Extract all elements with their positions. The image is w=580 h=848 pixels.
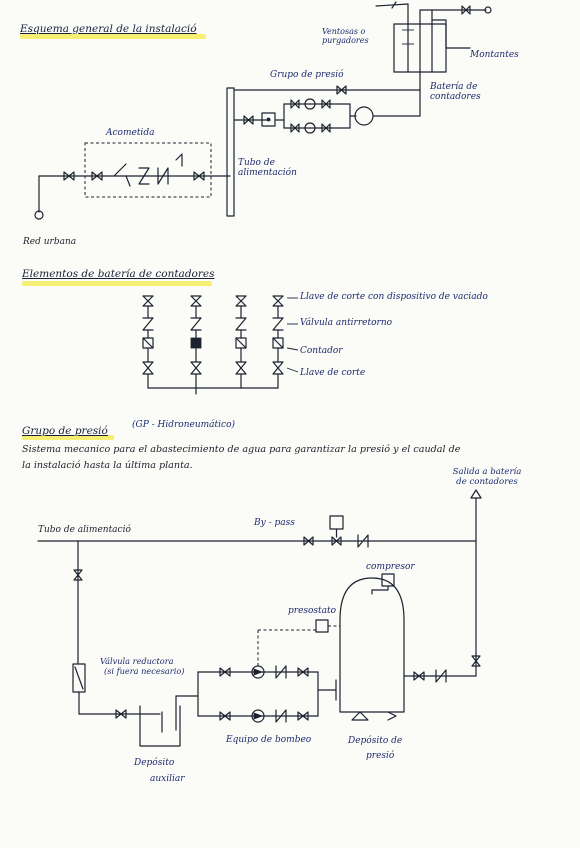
- label-ventosas: Ventosas o purgadores: [322, 27, 369, 45]
- label-deposito-presion-2: presió: [366, 751, 395, 761]
- pressure-deposit: [339, 577, 405, 713]
- heading-highlight-general: [20, 34, 206, 39]
- pressure-tank-icon: [354, 106, 374, 126]
- label-acometida: Acometida: [106, 128, 155, 138]
- label-valvula-reductora-2: (si fuera necesario): [104, 666, 185, 676]
- heading-grupo-note: (GP - Hidroneumático): [132, 420, 236, 430]
- general-scheme: [34, 1, 492, 220]
- label-montantes: Montantes: [470, 50, 519, 60]
- label-deposito-auxiliar-2: auxiliar: [150, 774, 185, 784]
- heading-highlight-bateria: [22, 281, 212, 286]
- presostato-box: [315, 619, 329, 633]
- bateria-elements: [142, 295, 299, 395]
- check-valve-icon: [157, 167, 169, 185]
- filter-icon: [138, 167, 150, 185]
- bateria-column: [272, 295, 284, 383]
- label-tubo-alimentacion: Tubo de alimentació: [38, 525, 131, 535]
- legend-item-llave-vaciado: Llave de corte con dispositivo de vaciad…: [300, 292, 488, 302]
- label-salida-bateria: Salida a batería de contadores: [452, 467, 522, 487]
- auxiliary-tank: [139, 705, 181, 747]
- label-presostato: presostato: [288, 606, 337, 616]
- label-bypass: By - pass: [254, 518, 295, 528]
- valve-icon: [336, 85, 347, 95]
- legend-item-contador: Contador: [300, 346, 343, 356]
- label-compresor: compresor: [366, 562, 415, 572]
- grupo-description-line2: la instalació hasta la última planta.: [22, 460, 193, 471]
- valve-icon: [303, 536, 314, 546]
- bateria-column: [235, 295, 247, 383]
- header-pipe: [226, 87, 235, 217]
- bateria-column: [190, 295, 202, 383]
- valve-icon: [193, 171, 205, 181]
- label-valvula-reductora-1: Válvula reductora: [100, 656, 174, 666]
- outlet-arrow-icon: [470, 489, 482, 499]
- heading-highlight-grupo: [22, 435, 114, 440]
- legend-item-antirretorno: Válvula antirretorno: [300, 318, 393, 328]
- acometida-box: [84, 142, 212, 198]
- heading-bateria-elements: Elementos de batería de contadores: [22, 268, 215, 280]
- legend-item-llave-corte: Llave de corte: [300, 368, 366, 378]
- grupo-scheme: [37, 489, 482, 747]
- label-deposito-auxiliar-1: Depósito: [134, 758, 175, 768]
- label-deposito-presion-1: Depósito de: [348, 736, 403, 746]
- pump-icon: [251, 709, 265, 723]
- label-red-urbana: Red urbana: [23, 237, 77, 247]
- bateria-column: [142, 295, 154, 383]
- heading-general-scheme: Esquema general de la instalació: [20, 23, 197, 35]
- label-grupo-presion-top: Grupo de presió: [270, 70, 344, 80]
- label-equipo-bombeo: Equipo de bombeo: [226, 735, 312, 745]
- valve-icon: [91, 171, 103, 181]
- label-bateria-contadores: Batería de contadores: [430, 82, 481, 102]
- check-valve-icon: [357, 534, 369, 548]
- grupo-description-line1: Sistema mecanico para el abastecimiento …: [22, 444, 461, 455]
- label-tubo-alimentacion-top: Tubo de alimentación: [238, 158, 297, 178]
- heading-grupo-presion: Grupo de presió: [22, 425, 108, 437]
- valve-icon: [63, 171, 75, 181]
- valve-icon: [331, 536, 342, 546]
